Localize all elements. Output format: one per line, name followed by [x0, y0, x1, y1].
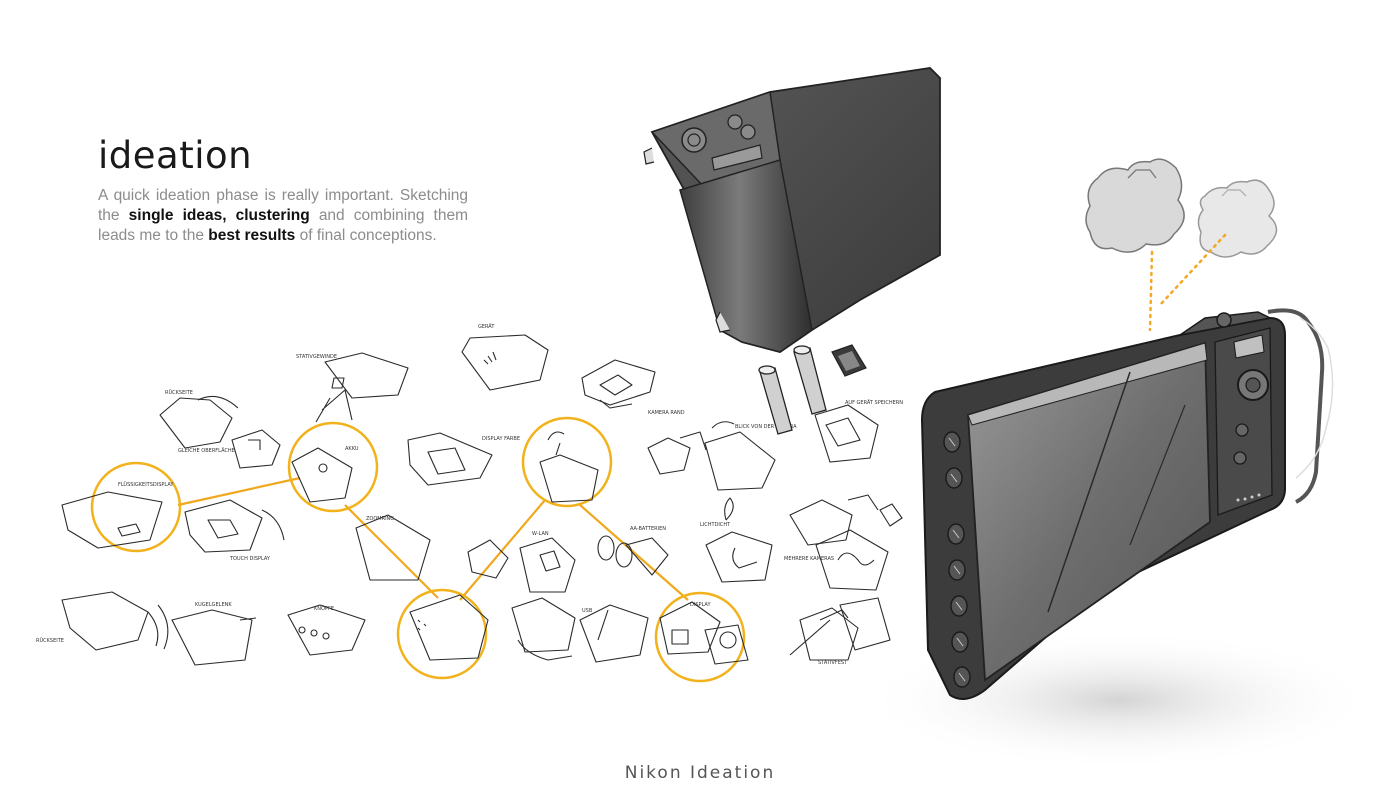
desc-text-2: and combining them leads me to the	[98, 207, 469, 244]
sketch-label: AA-BATTERIEN	[630, 526, 666, 532]
camera-back-view-sketch	[643, 67, 941, 353]
sketch-label: TOUCH DISPLAY	[229, 556, 271, 562]
sketch-label: AKKU	[345, 446, 359, 452]
desc-text-1: A quick ideation phase is really importa…	[98, 187, 468, 224]
desc-bold-2: best results	[208, 227, 296, 244]
cluster-connectors	[177, 476, 689, 601]
storage-sketch	[814, 404, 879, 463]
sketch-label: DISPLAY	[690, 602, 711, 608]
sketch-label: RÜCKSEITE	[165, 389, 193, 396]
sketch-label: DISPLAY FARBE	[482, 436, 520, 442]
sketch-label: AUF GERÄT SPEICHERN	[845, 399, 903, 406]
sketch-labels: GERÄT STATIVGEWINDE RÜCKSEITE GLEICHE OB…	[36, 323, 903, 666]
sketch-label: FLÜSSIGKEITSDISPLAY	[118, 481, 174, 488]
desc-text-3: of final conceptions.	[295, 227, 437, 244]
wireless-link-dots	[1148, 233, 1227, 332]
camera-silhouette-icon	[1197, 179, 1278, 258]
sketch-label: GERÄT	[478, 323, 495, 330]
cloud-bubble-icon	[1085, 158, 1185, 253]
sketch-label: W-LAN	[532, 531, 549, 537]
sketch-label: LICHTDICHT	[700, 522, 731, 528]
battery-icon	[758, 345, 827, 435]
sketch-label: MEHRERE KAMERAS	[784, 556, 834, 562]
sketch-label: ZOOMRING	[366, 516, 394, 522]
sketch-label: GLEICHE OBERFLÄCHE	[178, 447, 235, 454]
page-title: ideation	[98, 134, 253, 177]
intro-block: ideation A quick ideation phase is reall…	[98, 132, 468, 246]
intro-description: A quick ideation phase is really importa…	[98, 186, 468, 246]
sketch-label: KNÖPFE	[314, 605, 334, 612]
sketch-label: BLICK VON DER KAMERA	[735, 424, 797, 430]
sketch-label: KAMERA RAND	[648, 410, 685, 416]
sd-card-icon	[831, 344, 867, 377]
sketch-label: USB	[582, 608, 593, 614]
sketch-label: RÜCKSEITE	[36, 637, 64, 644]
footer-caption: Nikon Ideation	[624, 763, 776, 783]
cluster-highlight-circles	[90, 416, 746, 683]
camera-render	[920, 308, 1334, 700]
sketch-label: STATIVGEWINDE	[296, 354, 337, 360]
ideation-sketches	[61, 334, 903, 666]
desc-bold-1: single ideas, clustering	[128, 207, 310, 224]
sketch-label: KUGELGELENK	[195, 602, 232, 608]
sketch-label: STATIVFEST	[818, 660, 848, 666]
